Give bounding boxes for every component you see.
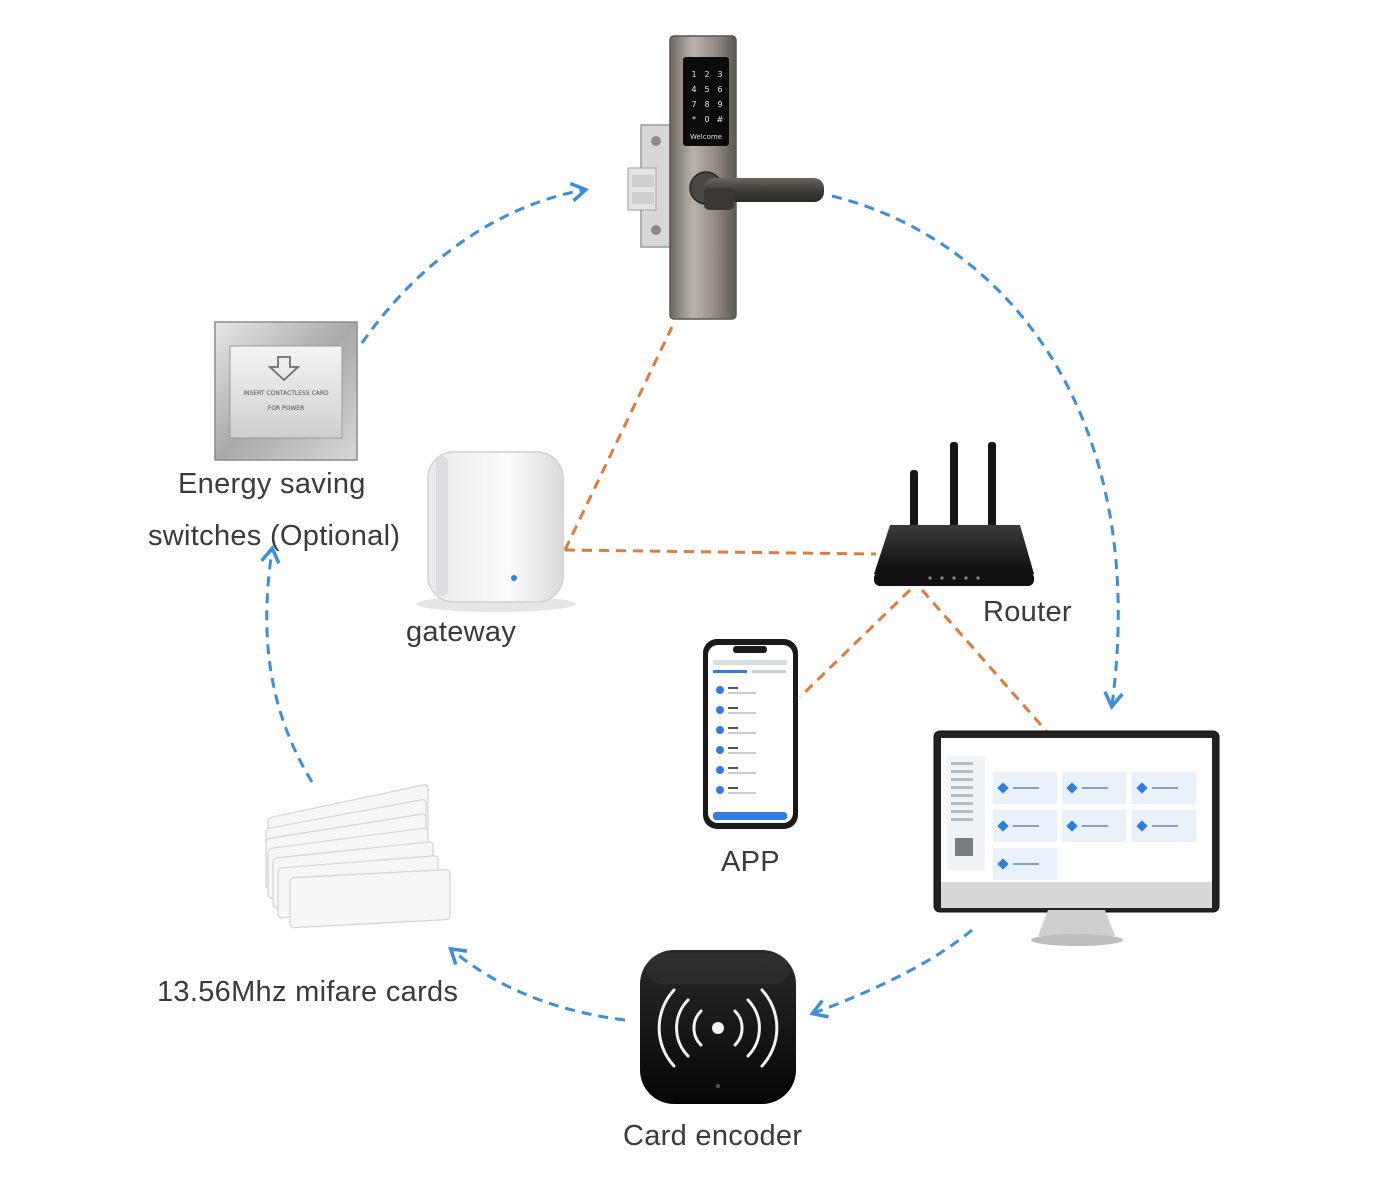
pc-tile-line bbox=[1082, 787, 1108, 789]
router-device bbox=[874, 442, 1034, 586]
pc-sidebar-menu bbox=[951, 762, 973, 856]
gateway-device bbox=[416, 451, 576, 612]
list-item-icon bbox=[716, 766, 724, 774]
pc-qr-code bbox=[955, 838, 973, 856]
keypad-key: 3 bbox=[717, 70, 722, 79]
gateway-led bbox=[511, 575, 517, 581]
pc-tile-icon bbox=[1066, 782, 1078, 794]
pc-tile-icon bbox=[997, 782, 1009, 794]
pc-dashboard-tiles bbox=[993, 772, 1196, 880]
list-item-line bbox=[728, 792, 756, 794]
phone-app-device bbox=[703, 639, 798, 829]
arrow-switch-to-lock bbox=[360, 181, 589, 344]
network-links bbox=[563, 326, 1050, 734]
keypad-key: 0 bbox=[704, 115, 709, 124]
gateway-label: gateway bbox=[406, 616, 517, 648]
keypad-key: 8 bbox=[704, 100, 709, 109]
switch-plate-text-2: FOR POWER bbox=[268, 405, 304, 412]
pc-tile-icon bbox=[997, 858, 1009, 870]
mifare-card bbox=[289, 869, 451, 929]
pc-menu-item bbox=[951, 794, 973, 797]
pc-menu-item bbox=[951, 770, 973, 773]
pc-menu-item bbox=[951, 786, 973, 789]
wireless-links bbox=[260, 181, 1124, 1022]
pc-tile-line bbox=[1082, 825, 1108, 827]
link-router-app bbox=[798, 588, 912, 699]
app-label: APP bbox=[721, 846, 780, 878]
keypad-key: 2 bbox=[704, 70, 709, 79]
list-item-line bbox=[728, 747, 738, 749]
list-item-line bbox=[728, 692, 756, 694]
list-item-line bbox=[728, 687, 738, 689]
list-item-icon bbox=[716, 786, 724, 794]
list-item-line bbox=[728, 732, 756, 734]
pc-tile-icon bbox=[1136, 782, 1148, 794]
keypad-key: 5 bbox=[704, 85, 709, 94]
arrow-cards-to-switch bbox=[260, 544, 314, 783]
switch-plate-text-1: INSERT CONTACTLESS CARD bbox=[243, 390, 329, 397]
list-item-line bbox=[728, 752, 756, 754]
pc-tile-line bbox=[1013, 787, 1039, 789]
energy-saving-switch: INSERT CONTACTLESS CARD FOR POWER bbox=[214, 321, 358, 461]
keypad-key: # bbox=[717, 115, 724, 124]
router-label: Router bbox=[983, 596, 1072, 628]
pc-menu-item bbox=[951, 810, 973, 813]
mifare-cards-label: 13.56Mhz mifare cards bbox=[157, 976, 459, 1008]
link-router-computer bbox=[920, 589, 1050, 734]
pc-menu-item bbox=[951, 778, 973, 781]
computer-device bbox=[933, 730, 1220, 946]
pc-tile-line bbox=[1152, 787, 1178, 789]
arrow-lock-to-computer bbox=[831, 194, 1124, 711]
phone-list bbox=[716, 686, 756, 794]
arrow-encoder-to-cards bbox=[448, 946, 626, 1022]
pc-menu-item bbox=[951, 818, 973, 821]
pc-tile-line bbox=[1013, 863, 1039, 865]
mifare-cards bbox=[265, 784, 451, 929]
list-item-line bbox=[728, 712, 756, 714]
pc-menu-item bbox=[951, 802, 973, 805]
lock-screen-text: Welcome bbox=[690, 133, 722, 141]
list-item-line bbox=[728, 787, 738, 789]
list-item-icon bbox=[716, 686, 724, 694]
pc-tile-line bbox=[1013, 825, 1039, 827]
list-item-line bbox=[728, 772, 756, 774]
encoder-wave-icon bbox=[657, 988, 779, 1068]
keypad-key: 4 bbox=[691, 85, 696, 94]
link-gateway-lock bbox=[563, 326, 674, 551]
list-item-line bbox=[728, 707, 738, 709]
pc-tile-icon bbox=[997, 820, 1009, 832]
list-item-line bbox=[728, 727, 738, 729]
list-item-icon bbox=[716, 726, 724, 734]
pc-tile-icon bbox=[1136, 820, 1148, 832]
card-encoder-label: Card encoder bbox=[623, 1120, 803, 1152]
card-encoder-device bbox=[640, 950, 796, 1104]
list-item-icon bbox=[716, 746, 724, 754]
pc-tile-icon bbox=[1066, 820, 1078, 832]
pc-menu-item bbox=[951, 762, 973, 765]
list-item-line bbox=[728, 767, 738, 769]
energy-switch-label-line2: switches (Optional) bbox=[148, 520, 401, 552]
arrow-computer-to-encoder bbox=[809, 928, 973, 1019]
keypad-key: * bbox=[692, 115, 696, 124]
keypad-key: 1 bbox=[691, 70, 696, 79]
pc-tile-line bbox=[1152, 825, 1178, 827]
keypad-key: 6 bbox=[717, 85, 722, 94]
link-gateway-router bbox=[564, 548, 877, 556]
list-item-icon bbox=[716, 706, 724, 714]
energy-switch-label-line1: Energy saving bbox=[178, 468, 366, 500]
keypad-key: 9 bbox=[717, 100, 722, 109]
keypad-key: 7 bbox=[691, 100, 696, 109]
